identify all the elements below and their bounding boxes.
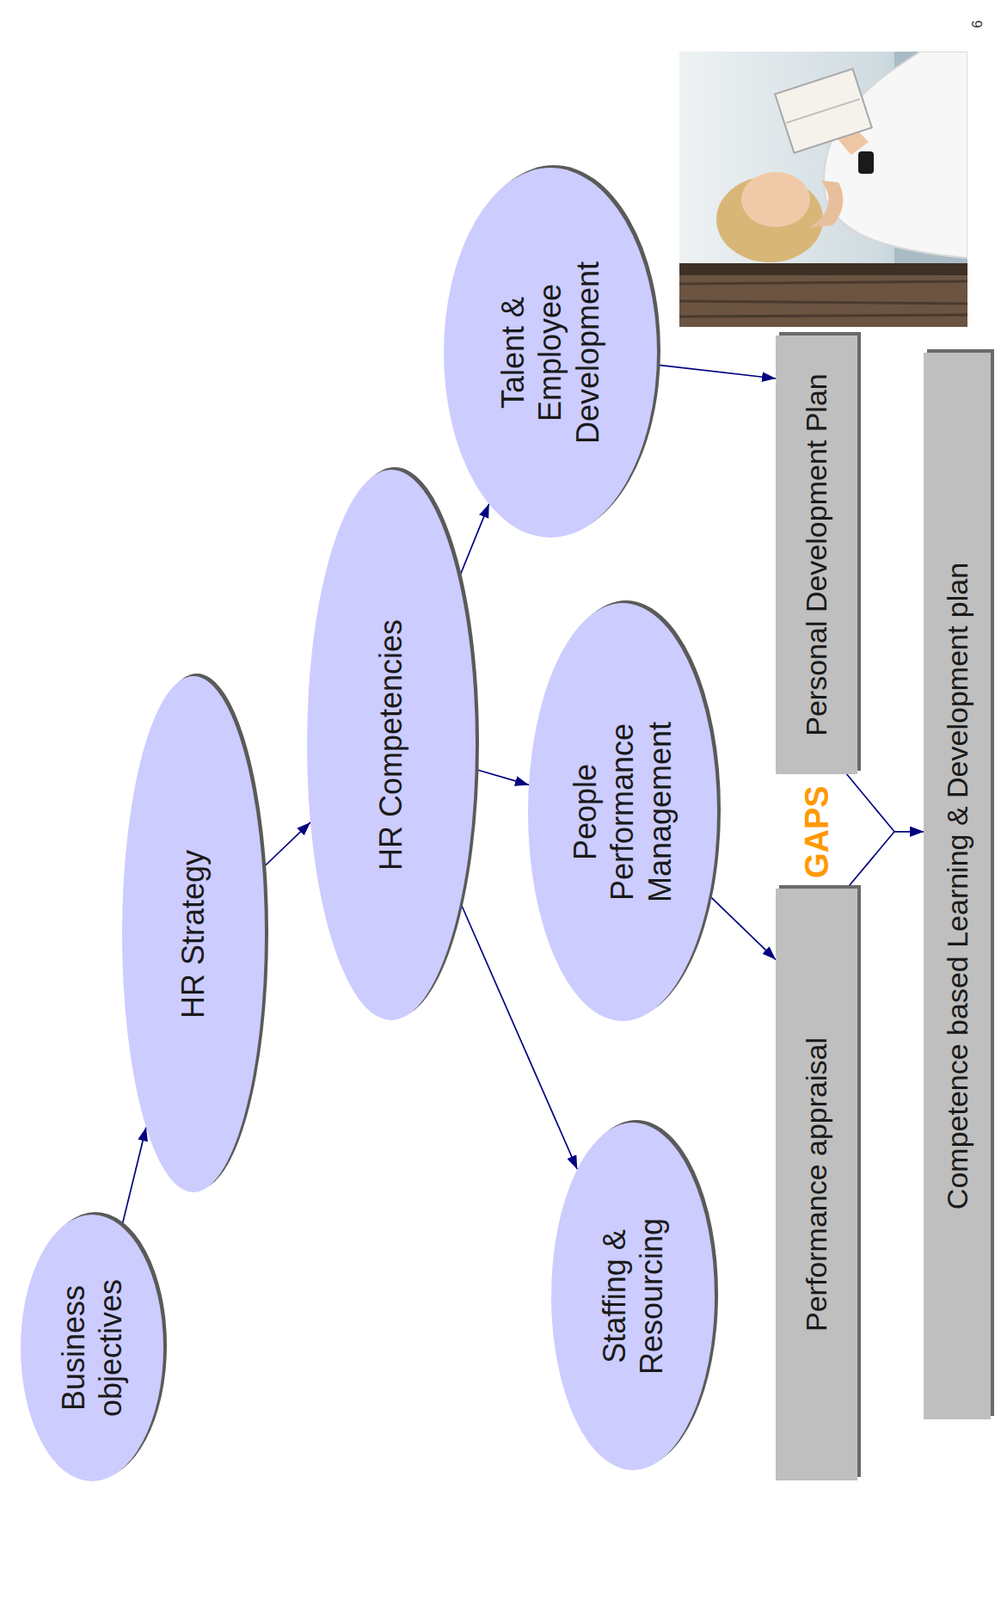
text-holder: Competence based Learning & Development … xyxy=(939,562,976,1210)
text-holder: Personal Development Plan xyxy=(798,373,835,736)
arrow-connector xyxy=(122,1126,147,1227)
page-number: 6 xyxy=(970,20,985,29)
ellipse-node: HR Strategy xyxy=(122,675,265,1192)
gaps-label: GAPS xyxy=(800,785,834,879)
node-text: Business objectives xyxy=(55,1261,129,1434)
ellipse-node: Talent & Employee Development xyxy=(443,167,658,538)
node-text: People Performance Management xyxy=(566,711,679,914)
arrow-connector xyxy=(847,831,924,889)
arrow-connector xyxy=(657,364,776,379)
node-text: Staffing & Resourcing xyxy=(595,1201,670,1391)
arrow-connector xyxy=(709,895,776,959)
arrow-connector xyxy=(262,822,311,868)
ellipse-fill xyxy=(551,1122,715,1470)
arrow-connector xyxy=(475,768,529,785)
text-holder: Talent & Employee Development xyxy=(494,251,607,455)
photo xyxy=(679,51,968,327)
gray-box: Competence based Learning & Development … xyxy=(923,352,991,1419)
node-text: Performance appraisal xyxy=(798,1037,835,1332)
arrow-connector xyxy=(847,773,924,832)
ellipse-fill xyxy=(443,167,658,538)
ellipse-node: Staffing & Resourcing xyxy=(551,1122,715,1470)
node-text: HR Strategy xyxy=(174,761,212,1106)
ellipse-outline xyxy=(551,1122,715,1470)
arrow-connector xyxy=(458,503,489,579)
node-text: HR Competencies xyxy=(372,564,410,926)
ellipse-fill xyxy=(20,1214,164,1481)
ellipse-fill xyxy=(528,602,718,1021)
text-holder: Business objectives xyxy=(55,1261,129,1434)
node-text: Talent & Employee Development xyxy=(494,251,607,455)
ellipse-outline xyxy=(20,1214,164,1481)
text-holder: People Performance Management xyxy=(566,711,679,914)
ellipse-node: HR Competencies xyxy=(307,469,476,1020)
node-text: Competence based Learning & Development … xyxy=(939,562,976,1210)
ellipse-fill xyxy=(307,469,476,1020)
text-holder: HR Strategy xyxy=(174,761,212,1106)
gray-box: Personal Development Plan xyxy=(775,335,858,774)
ellipse-fill xyxy=(122,675,265,1192)
ellipse-node: Business objectives xyxy=(20,1214,164,1481)
text-holder: Performance appraisal xyxy=(798,1037,835,1332)
ellipse-node: People Performance Management xyxy=(528,602,718,1021)
node-text: Personal Development Plan xyxy=(798,373,835,736)
text-holder: Staffing & Resourcing xyxy=(595,1201,670,1391)
gray-box: Performance appraisal xyxy=(775,888,858,1481)
text-holder: HR Competencies xyxy=(372,564,410,926)
